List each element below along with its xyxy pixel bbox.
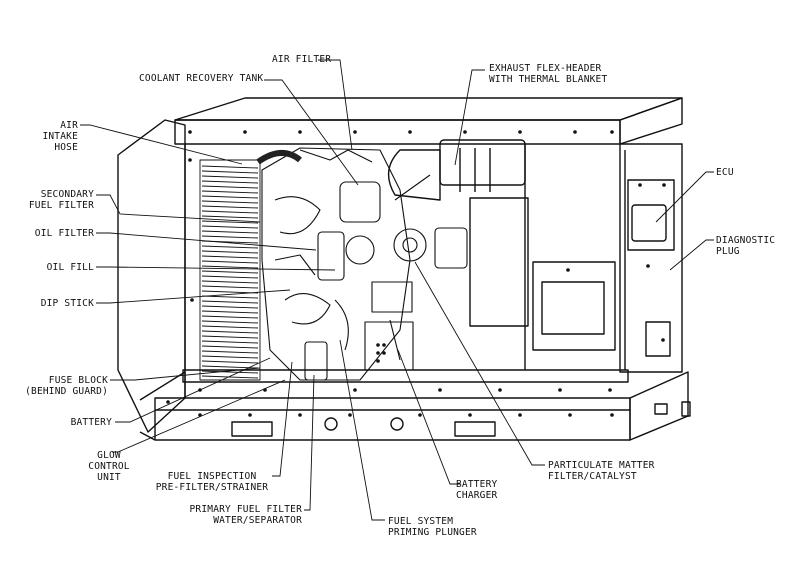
- label-oil-filter: OIL FILTER: [10, 228, 94, 239]
- label-diagnostic-plug: DIAGNOSTIC PLUG: [716, 235, 775, 257]
- label-ecu: ECU: [716, 167, 734, 178]
- battery-charger-line2: CHARGER: [456, 490, 498, 501]
- exhaust-flex-header-line1: EXHAUST FLEX-HEADER: [489, 63, 602, 74]
- label-battery-charger: BATTERY CHARGER: [456, 479, 497, 501]
- label-particulate-matter: PARTICULATE MATTER FILTER/CATALYST: [548, 460, 655, 482]
- dip-stick-text: DIP STICK: [40, 298, 94, 309]
- rivets: [166, 130, 666, 417]
- coolant-recovery-tank-text: COOLANT RECOVERY TANK: [139, 73, 264, 84]
- fuel-inspection-line1: FUEL INSPECTION: [167, 471, 257, 482]
- engine-block: [256, 147, 468, 381]
- label-oil-fill: OIL FILL: [10, 262, 94, 273]
- label-fuel-system-priming: FUEL SYSTEM PRIMING PLUNGER: [388, 516, 477, 538]
- glow-control-unit-line3: UNIT: [97, 472, 121, 483]
- fuel-system-priming-line1: FUEL SYSTEM: [388, 516, 454, 527]
- diagnostic-plug-line2: PLUG: [716, 246, 740, 257]
- label-fuel-inspection: FUEL INSPECTION PRE-FILTER/STRAINER: [152, 471, 272, 493]
- secondary-fuel-filter-line1: SECONDARY: [40, 189, 94, 200]
- radiator-grille: [199, 159, 261, 381]
- battery-text: BATTERY: [70, 417, 112, 428]
- label-exhaust-flex-header: EXHAUST FLEX-HEADER WITH THERMAL BLANKET: [489, 63, 607, 85]
- right-enclosure: [619, 143, 691, 417]
- oil-filter-text: OIL FILTER: [34, 228, 94, 239]
- enclosure-posts: [182, 144, 629, 398]
- secondary-fuel-filter-line2: FUEL FILTER: [28, 200, 94, 211]
- primary-fuel-filter-line1: PRIMARY FUEL FILTER: [189, 504, 302, 515]
- air-intake-hose-line2: INTAKE: [42, 131, 78, 142]
- leader-lines: [80, 59, 714, 521]
- label-dip-stick: DIP STICK: [10, 298, 94, 309]
- oil-fill-text: OIL FILL: [46, 262, 94, 273]
- ecu-text: ECU: [716, 167, 734, 178]
- label-air-filter: AIR FILTER: [272, 54, 331, 65]
- particulate-matter-line2: FILTER/CATALYST: [548, 471, 637, 482]
- fuel-inspection-line2: PRE-FILTER/STRAINER: [155, 482, 269, 493]
- label-glow-control-unit: GLOW CONTROL UNIT: [84, 450, 134, 483]
- exhaust-flex-header-line2: WITH THERMAL BLANKET: [489, 74, 608, 85]
- left-door-panel: [117, 119, 186, 433]
- air-intake-hose-line3: HOSE: [54, 142, 78, 153]
- label-primary-fuel-filter: PRIMARY FUEL FILTER WATER/SEPARATOR: [180, 504, 302, 526]
- rear-compartment: [387, 139, 616, 370]
- label-fuse-block: FUSE BLOCK (BEHIND GUARD): [0, 375, 108, 397]
- air-intake-hose-line1: AIR: [60, 120, 78, 131]
- primary-fuel-filter-line2: WATER/SEPARATOR: [213, 515, 302, 526]
- glow-control-unit-line1: GLOW: [97, 450, 121, 461]
- roof-rail: [174, 97, 683, 145]
- label-battery: BATTERY: [10, 417, 112, 428]
- diagnostic-plug-line1: DIAGNOSTIC: [716, 235, 776, 246]
- label-coolant-recovery-tank: COOLANT RECOVERY TANK: [139, 73, 263, 84]
- glow-control-unit-line2: CONTROL: [88, 461, 130, 472]
- label-secondary-fuel-filter: SECONDARY FUEL FILTER: [10, 189, 94, 211]
- label-air-intake-hose: AIR INTAKE HOSE: [40, 120, 78, 153]
- fuel-system-priming-line2: PRIMING PLUNGER: [388, 527, 477, 538]
- base-frame: [139, 371, 689, 441]
- fuse-block-line2: (BEHIND GUARD): [25, 386, 108, 397]
- battery-charger-line1: BATTERY: [456, 479, 498, 490]
- fuse-block-line1: FUSE BLOCK: [48, 375, 108, 386]
- air-filter-text: AIR FILTER: [272, 54, 332, 65]
- particulate-matter-line1: PARTICULATE MATTER: [548, 460, 655, 471]
